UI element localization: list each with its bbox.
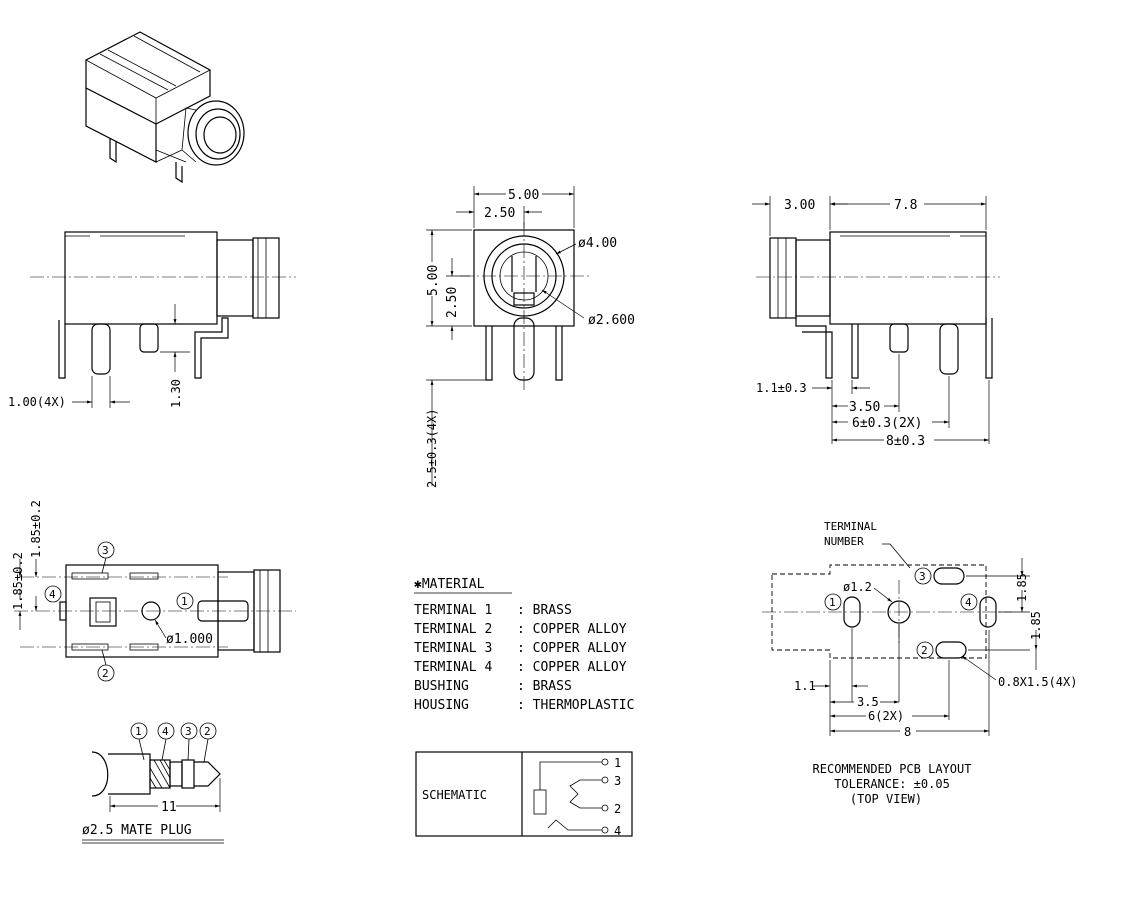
- pcb-terminal-1: 1: [829, 596, 836, 609]
- material-part-1: TERMINAL 1: [414, 603, 492, 618]
- side-view-right: 3.00 7.8 1.1±0.3 3.50 6±0.3(2X) 8±0.3: [752, 196, 1000, 449]
- schematic-pin-1: 1: [614, 756, 621, 770]
- pcb-dim-6: 6(2X): [868, 709, 904, 723]
- pcb-dim-8: 8: [904, 725, 911, 739]
- dim-bushing-dia: ø4.00: [578, 236, 617, 251]
- plug-terminal-1: 1: [135, 725, 142, 738]
- material-part-3: TERMINAL 3: [414, 641, 492, 656]
- bottom-terminal-1: 1: [181, 595, 188, 608]
- schematic-pin-2: 2: [614, 802, 621, 816]
- schematic-box: SCHEMATIC 1 3 2 4: [415, 751, 633, 838]
- material-value-4: : COPPER ALLOY: [517, 660, 627, 675]
- material-value-2: : COPPER ALLOY: [517, 622, 627, 637]
- bottom-terminal-4: 4: [49, 588, 56, 601]
- dim-front-half-width: 2.50: [484, 206, 515, 221]
- dim-bottom-hole: ø1.000: [166, 632, 213, 647]
- plug-terminal-2: 2: [204, 725, 211, 738]
- pcb-terminal-label-2: NUMBER: [824, 535, 864, 548]
- dim-bottom-offset-b: 1.85±0.2: [29, 500, 43, 558]
- material-value-1: : BRASS: [517, 603, 572, 618]
- mate-plug: 1 4 3 2 11 ø2.5 MATE PLUG: [82, 722, 224, 844]
- pcb-dim-185-top: 1.85: [1015, 573, 1029, 602]
- dim-side-pitch3: 8±0.3: [886, 434, 925, 449]
- material-value-5: : BRASS: [517, 679, 572, 694]
- dim-pin-width: 1.00(4X): [8, 395, 66, 409]
- pcb-caption-1: RECOMMENDED PCB LAYOUT: [813, 762, 972, 776]
- plug-terminal-4: 4: [162, 725, 169, 738]
- material-part-6: HOUSING: [414, 698, 469, 713]
- schematic-pin-4: 4: [614, 824, 621, 838]
- material-value-3: : COPPER ALLOY: [517, 641, 627, 656]
- dim-plug-length: 11: [161, 800, 177, 815]
- pcb-terminal-4: 4: [965, 596, 972, 609]
- schematic-pin-3: 3: [614, 774, 621, 788]
- pcb-hole-dia: ø1.2: [843, 580, 872, 594]
- plug-caption: ø2.5 MATE PLUG: [82, 823, 192, 838]
- dim-front-half-height: 2.50: [445, 287, 460, 318]
- dim-bottom-offset-a: 1.85±0.2: [11, 552, 25, 610]
- material-part-2: TERMINAL 2: [414, 622, 492, 637]
- material-value-6: : THERMOPLASTIC: [517, 698, 634, 713]
- pcb-terminal-2: 2: [921, 644, 928, 657]
- bottom-view: ø1.000 1.85±0.2 1.85±0.2 3 4 1 2: [11, 500, 296, 682]
- pcb-slot-size: 0.8X1.5(4X): [998, 675, 1077, 689]
- pcb-dim-35: 3.5: [857, 695, 879, 709]
- dim-hole-dia: ø2.600: [588, 313, 635, 328]
- dim-front-width: 5.00: [508, 188, 539, 203]
- dim-pin-offset: 1.30: [169, 379, 183, 408]
- dim-side-pitch2: 6±0.3(2X): [852, 416, 922, 431]
- bottom-terminal-2: 2: [102, 667, 109, 680]
- pcb-caption-3: (TOP VIEW): [850, 792, 922, 806]
- dim-side-bushing: 3.00: [784, 198, 815, 213]
- front-view: 5.00 2.50 5.00 2.50 ø4.00 ø2.600 2.5±0.3…: [425, 186, 635, 488]
- side-view-left: 1.00(4X) 1.30: [8, 231, 296, 409]
- bottom-terminal-3: 3: [102, 544, 109, 557]
- material-title: ✱MATERIAL: [414, 577, 485, 592]
- dim-side-body: 7.8: [894, 198, 917, 213]
- pcb-layout: TERMINAL NUMBER 3 1 ø1.2 4 2 1.85 1.85 0…: [762, 520, 1077, 806]
- pcb-dim-11: 1.1: [794, 679, 816, 693]
- isometric-view: [85, 31, 245, 184]
- material-part-4: TERMINAL 4: [414, 660, 492, 675]
- pcb-terminal-label-1: TERMINAL: [824, 520, 877, 533]
- dim-side-pitch1: 3.50: [849, 400, 880, 415]
- pcb-dim-185-bottom: 1.85: [1029, 611, 1043, 640]
- dim-front-height: 5.00: [426, 265, 441, 296]
- plug-terminal-3: 3: [185, 725, 192, 738]
- material-part-5: BUSHING: [414, 679, 469, 694]
- pcb-caption-2: TOLERANCE: ±0.05: [834, 777, 950, 791]
- dim-pin-length: 2.5±0.3(4X): [425, 409, 439, 488]
- pcb-terminal-3: 3: [919, 570, 926, 583]
- schematic-label: SCHEMATIC: [422, 788, 487, 802]
- material-table: ✱MATERIAL TERMINAL 1 : BRASS TERMINAL 2 …: [414, 577, 634, 713]
- dim-side-pin-offset: 1.1±0.3: [756, 381, 807, 395]
